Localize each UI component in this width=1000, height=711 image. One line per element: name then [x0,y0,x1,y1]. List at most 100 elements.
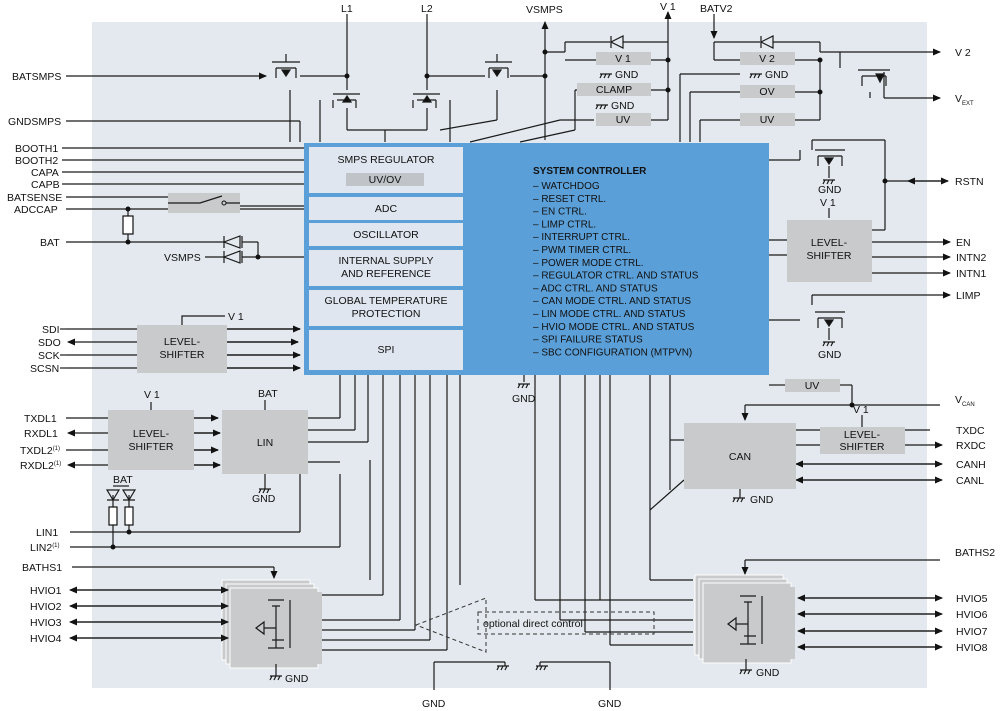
pin-hvio2: HVIO2 [30,601,62,613]
system-controller-item: – SBC CONFIGURATION (MTPVN) [533,347,692,358]
pin-txdc: TXDC [956,425,985,437]
internal-supply-label-2: AND REFERENCE [341,268,431,280]
pin-txdl1: TXDL1 [24,413,57,425]
pin-vext: VEXT [955,93,974,107]
hvio-driver-icon [727,595,763,645]
level-shifter-label-1: LEVEL- [133,428,170,440]
pin-rstn: RSTN [955,176,984,188]
gnd-label: GND [598,698,622,710]
right-upper-wiring [769,139,951,321]
gnd-label: GND [611,100,635,112]
v2-regulator-wiring [679,14,941,142]
spi-level-shifter [137,325,227,373]
hvio-left-block [221,579,322,669]
batsense-switch-block [168,193,240,213]
pin-txdl2: TXDL2(1) [20,445,60,457]
hvio-right-wiring [741,559,943,651]
mosfet-icon [332,93,360,115]
system-controller-item: – POWER MODE CTRL. [533,258,644,269]
uv-label: UV [760,114,775,126]
pin-baths1: BATHS1 [22,562,62,574]
ground-icon [496,662,509,671]
v1-supply-label: V 1 [820,197,836,209]
lin-block [222,410,308,474]
system-controller-item: – CAN MODE CTRL. AND STATUS [533,296,691,307]
can-uv-box [785,379,840,392]
v2-box-label: V 2 [759,53,775,65]
mosfet-icon [272,54,300,78]
ground-icon [749,73,762,79]
pin-batsmps: BATSMPS [12,71,61,83]
resistor-icon [124,506,134,526]
pin-hvio3: HVIO3 [30,617,62,629]
diode-icon [121,489,137,502]
lin-level-shifter [108,410,194,470]
pin-rxdc: RXDC [956,440,986,452]
ground-icon [822,179,835,185]
ground-icon [822,341,835,347]
hvio-right-block [694,574,795,664]
pin-hvio7: HVIO7 [956,626,988,638]
ov-box [740,85,795,98]
system-controller-item: – ADC CTRL. AND STATUS [533,283,658,294]
gnd-label: GND [818,184,842,196]
internal-supply-label-1: INTERNAL SUPPLY [338,255,433,267]
v1-supply-label: V 1 [228,311,244,323]
can-level-shifter [820,427,905,454]
pin-hvio6: HVIO6 [956,609,988,621]
level-shifter-label-2: SHIFTER [160,349,205,361]
uv-box-v2 [740,113,795,126]
system-controller-item: – PWM TIMER CTRL. [533,245,631,256]
hvio-driver-icon [255,599,291,649]
gnd-label: GND [615,69,639,81]
bat-label: BAT [113,474,133,486]
pin-l2: L2 [421,3,433,15]
pin-capa: CAPA [31,167,59,179]
spi-label: SPI [378,344,395,356]
ground-icon [258,474,271,494]
system-controller-item: – WATCHDOG [533,181,600,192]
pin-sdo: SDO [38,337,61,349]
gnd-label: GND [750,494,774,506]
gnd-label: GND [252,493,276,505]
ground-icon [269,664,282,681]
pin-sck: SCK [38,350,60,362]
global-temp-label-2: PROTECTION [352,308,421,320]
pin-vsmps-top: VSMPS [526,4,563,16]
v1-box [596,52,651,65]
system-controller-title: SYSTEM CONTROLLER [533,166,647,177]
gnd-label: GND [765,69,789,81]
resistor-icon [122,215,134,235]
oscillator-label: OSCILLATOR [353,229,419,241]
pin-vsmps: VSMPS [164,252,201,264]
pin-hvio5: HVIO5 [956,593,988,605]
ground-icon [599,73,612,79]
system-controller-item: – SPI FAILURE STATUS [533,335,643,346]
pin-en: EN [956,237,971,249]
pin-canh: CANH [956,459,986,471]
system-controller-item: – RESET CTRL. [533,194,606,205]
mosfet-icon [485,54,512,78]
pin-adccap: ADCCAP [14,204,58,216]
pin-rxdl1: RXDL1 [24,428,58,440]
diode-icon [105,489,121,502]
smps-regulator-label: SMPS REGULATOR [337,154,434,166]
ground-icon [535,662,548,671]
gnd-label: GND [756,667,780,679]
pin-booth2: BOOTH2 [15,155,58,167]
pin-intn2: INTN2 [956,252,986,264]
diode-icon [222,250,243,264]
mosfet-icon [412,93,440,115]
system-controller-item: – REGULATOR CTRL. AND STATUS [533,271,699,282]
pin-v2: V 2 [955,47,971,59]
optional-direct-control-label: optional direct control [483,618,583,630]
pin-intn1: INTN1 [956,268,986,280]
pin-batsense: BATSENSE [7,192,62,204]
v1-box-label: V 1 [615,53,631,65]
pin-capb: CAPB [31,179,60,191]
level-shifter-label-2: SHIFTER [840,441,885,453]
pin-vcan: VCAN [955,394,975,408]
pin-booth1: BOOTH1 [15,143,58,155]
system-controller-item: – HVIO MODE CTRL. AND STATUS [533,322,695,333]
controller-bottom-wiring [322,375,693,690]
